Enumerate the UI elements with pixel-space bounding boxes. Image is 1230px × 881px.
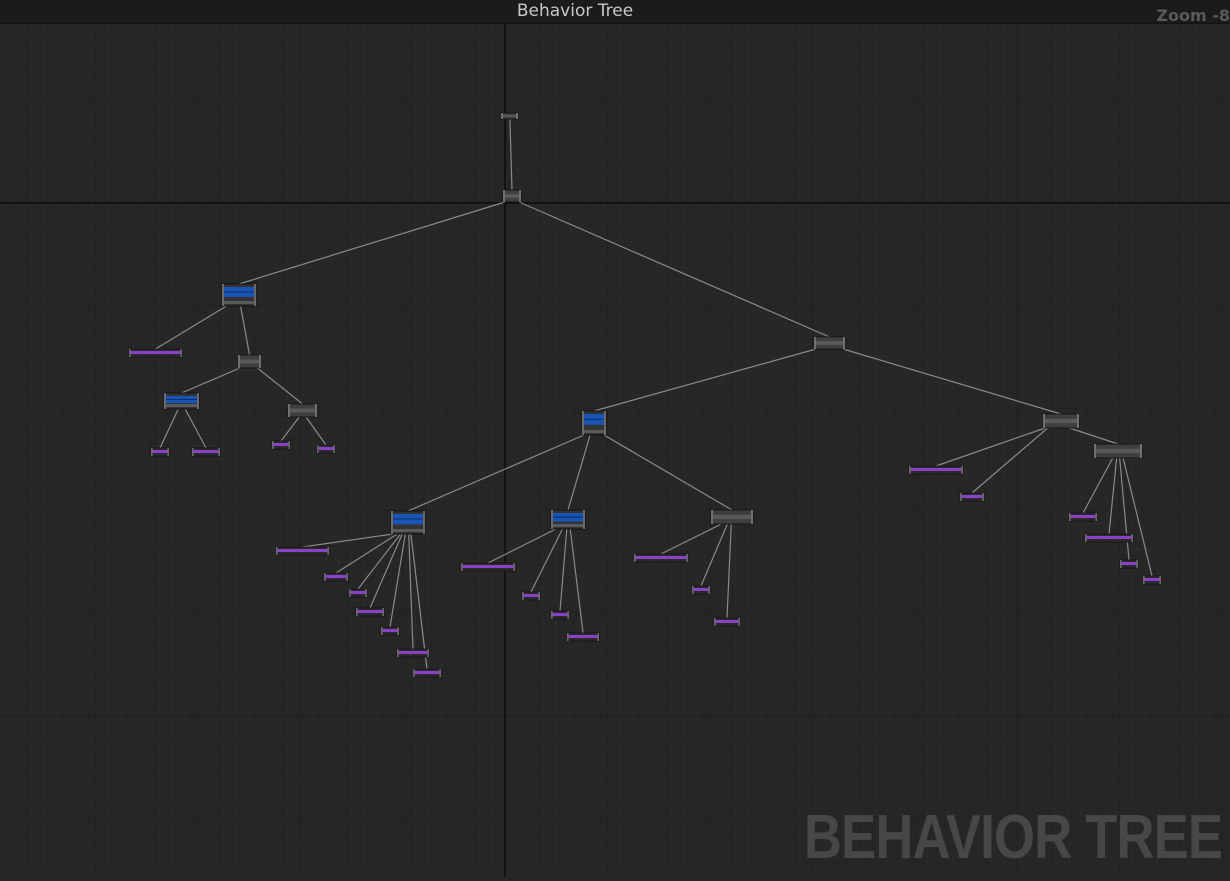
bt-node-task-B3_t2[interactable] xyxy=(1084,533,1134,543)
edge-B-B1 xyxy=(593,348,817,412)
edge-C2-C2_t1 xyxy=(487,528,557,564)
zoom-level: Zoom -8 xyxy=(1156,6,1230,25)
edge-main-B xyxy=(518,201,830,338)
edge-C2-C2_t4 xyxy=(569,528,584,634)
graph-canvas[interactable]: BEHAVIOR TREE xyxy=(0,24,1230,877)
edge-main-A xyxy=(238,201,506,285)
edge-C3-C3_t1 xyxy=(660,523,722,555)
edge-C1-C1_t5 xyxy=(389,533,406,628)
edge-C1-C1_t3 xyxy=(357,533,401,590)
bt-node-composite-A1[interactable] xyxy=(237,354,262,369)
bt-node-task-B2_t2[interactable] xyxy=(959,492,985,502)
edge-A1-A1a xyxy=(181,367,241,394)
node-layer xyxy=(128,112,1162,678)
title-bar: Behavior Tree Zoom -8 xyxy=(0,0,1230,25)
bt-node-selector-C2[interactable] xyxy=(550,509,586,530)
bt-node-task-B3_t1[interactable] xyxy=(1068,512,1098,522)
edge-C1-C1_t2 xyxy=(335,533,398,574)
edge-C3-C3_t2 xyxy=(700,523,728,587)
edge-B2-B2_t1 xyxy=(935,427,1046,467)
bt-node-task-C3_t3[interactable] xyxy=(713,617,741,627)
edge-A-A_t1 xyxy=(155,305,227,350)
bt-node-composite-B2[interactable] xyxy=(1042,413,1080,429)
bt-node-task-C1_t6[interactable] xyxy=(396,648,430,658)
edge-A1-A1b xyxy=(257,367,303,405)
bt-node-task-A1b_t2[interactable] xyxy=(316,444,336,454)
edge-B-B2 xyxy=(842,348,1062,415)
edge-C2-C2_t3 xyxy=(559,528,568,612)
bt-node-task-C1_t7[interactable] xyxy=(412,668,442,678)
edge-C2-C2_t2 xyxy=(530,528,563,593)
bt-node-selector-A1a[interactable] xyxy=(163,392,200,410)
bt-node-composite-main[interactable] xyxy=(502,189,522,203)
edge-C1-C1_t7 xyxy=(410,533,428,670)
edge-B1-C3 xyxy=(603,434,733,511)
bt-node-task-C1_t4[interactable] xyxy=(355,607,385,617)
bt-node-composite-C3[interactable] xyxy=(710,509,754,525)
graph-watermark: BEHAVIOR TREE xyxy=(803,803,1223,872)
edge-C1-C1_t6 xyxy=(408,533,414,650)
graph-svg xyxy=(0,24,1230,877)
edge-B3-B3_t4 xyxy=(1122,457,1153,577)
bt-node-task-C2_t3[interactable] xyxy=(550,610,570,620)
edge-B1-C2 xyxy=(567,434,591,511)
bt-node-task-B3_t4[interactable] xyxy=(1142,575,1162,585)
edge-B2-B3 xyxy=(1069,427,1119,445)
bt-node-task-B3_t3[interactable] xyxy=(1119,559,1139,569)
edge-C3-C3_t3 xyxy=(726,523,732,619)
bt-node-task-C3_t1[interactable] xyxy=(633,553,689,563)
edge-A1b-A1b_t1 xyxy=(280,416,300,442)
bt-node-task-C2_t2[interactable] xyxy=(521,591,541,601)
edge-C1-C1_t4 xyxy=(369,533,403,609)
bt-node-task-C3_t2[interactable] xyxy=(691,585,711,595)
bt-node-task-C2_t4[interactable] xyxy=(566,632,600,642)
bt-node-selector-C1[interactable] xyxy=(390,510,426,535)
bt-node-task-C1_t1[interactable] xyxy=(275,546,330,556)
bt-node-task-B2_t1[interactable] xyxy=(908,465,964,475)
edge-B1-C1 xyxy=(407,434,585,512)
edge-A-A1 xyxy=(239,305,251,356)
edge-B3-B3_t1 xyxy=(1082,457,1114,514)
bt-node-root-root[interactable] xyxy=(500,112,519,120)
bt-node-task-A1b_t1[interactable] xyxy=(271,440,291,450)
edge-C1-C1_t1 xyxy=(302,533,394,548)
bt-node-task-A_t1[interactable] xyxy=(128,348,183,358)
edge-B3-B3_t3 xyxy=(1119,457,1130,561)
edge-B3-B3_t2 xyxy=(1108,457,1118,535)
edge-A1b-A1b_t2 xyxy=(305,416,327,446)
bt-node-task-C1_t2[interactable] xyxy=(323,572,349,582)
bt-node-task-A1a_t1[interactable] xyxy=(150,447,170,457)
bt-node-task-C1_t3[interactable] xyxy=(348,588,368,598)
bt-node-task-C1_t5[interactable] xyxy=(380,626,400,636)
bt-node-task-A1a_t2[interactable] xyxy=(191,447,221,457)
bt-node-composite-B3[interactable] xyxy=(1093,443,1143,459)
edge-root-main xyxy=(509,118,513,191)
grid-major xyxy=(0,24,1230,877)
edge-layer xyxy=(155,118,1153,670)
bt-node-composite-A1b[interactable] xyxy=(287,403,318,418)
bt-node-task-C2_t1[interactable] xyxy=(460,562,516,572)
edge-B2-B2_t2 xyxy=(971,427,1049,494)
bt-node-composite-B[interactable] xyxy=(813,336,846,350)
window-title: Behavior Tree xyxy=(516,1,634,21)
bt-node-selector-B1[interactable] xyxy=(581,410,607,436)
edge-A1a-A1a_t1 xyxy=(159,408,179,449)
bt-node-selector-A[interactable] xyxy=(221,283,257,307)
edge-A1a-A1a_t2 xyxy=(184,408,207,449)
